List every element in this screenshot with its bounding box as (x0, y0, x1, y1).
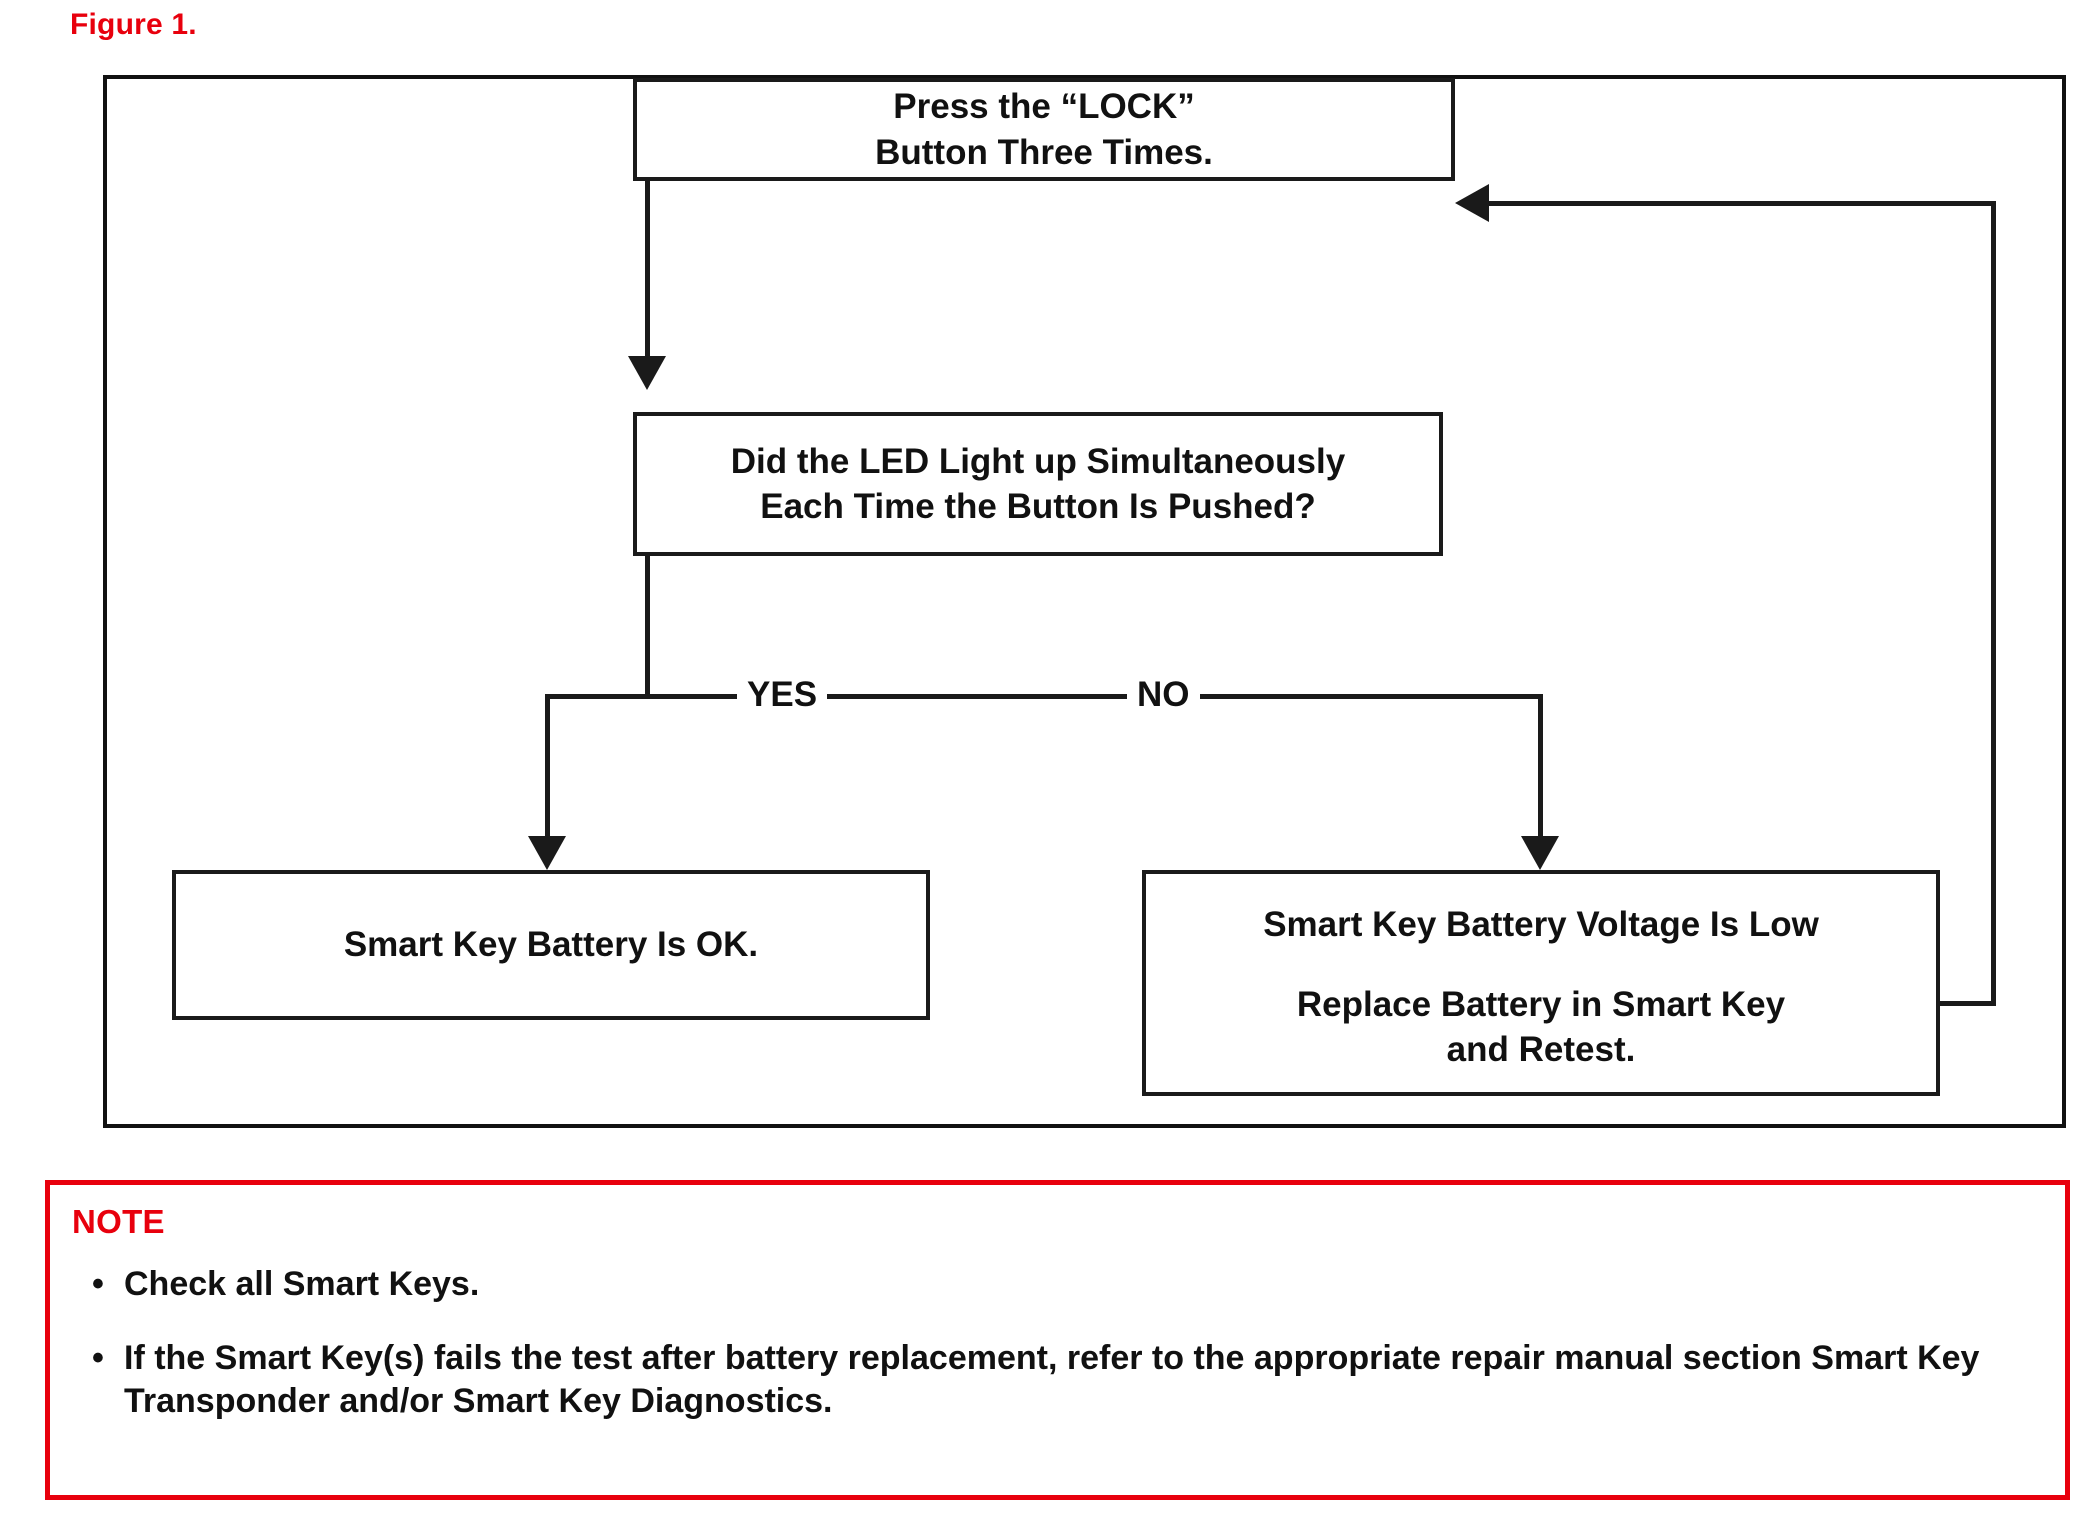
arrowhead-into-decision (628, 356, 666, 390)
arrowhead-into-battery-ok (528, 836, 566, 870)
flow-node-battery-low-line-2: Replace Battery in Smart Key (1296, 984, 1786, 1024)
bullet-icon: • (92, 1338, 104, 1377)
arrowhead-into-battery-low (1521, 836, 1559, 870)
arrowhead-into-press-lock (1455, 184, 1489, 222)
flow-node-battery-low-line-1: Smart Key Battery Voltage Is Low (1263, 905, 1819, 944)
flowchart-frame: YES NO Press the “LOCK” Button Three Tim… (103, 75, 2066, 1128)
connector-branch-rule (545, 694, 1543, 699)
flow-node-press-lock-line-1: Press the “LOCK” (893, 87, 1195, 126)
flow-node-battery-ok-line-1: Smart Key Battery Is OK. (343, 925, 759, 965)
flow-node-did-led[interactable]: Did the LED Light up Simultaneously Each… (633, 412, 1443, 556)
flow-node-did-led-line-1: Did the LED Light up Simultaneously (730, 441, 1346, 481)
connector-press-to-decision (645, 102, 650, 356)
note-panel: NOTE • Check all Smart Keys. • If the Sm… (45, 1180, 2070, 1500)
note-list-item: • Check all Smart Keys. (72, 1263, 2043, 1307)
connector-loop-riser (1991, 201, 1996, 1006)
bullet-icon: • (92, 1265, 104, 1303)
note-item-text: If the Smart Key(s) fails the test after… (124, 1338, 1980, 1421)
note-list-item: • If the Smart Key(s) fails the test aft… (72, 1337, 2043, 1424)
connector-no-down (1538, 694, 1543, 840)
note-title: NOTE (72, 1203, 165, 1240)
figure-caption: Figure 1. (70, 8, 197, 41)
flow-node-press-lock[interactable]: Press the “LOCK” Button Three Times. (633, 78, 1455, 181)
note-item-text: Check all Smart Keys. (124, 1265, 480, 1303)
flow-node-battery-ok[interactable]: Smart Key Battery Is OK. (172, 870, 930, 1020)
flow-node-battery-low-line-3: and Retest. (1446, 1030, 1636, 1069)
flow-node-did-led-line-2: Each Time the Button Is Pushed? (760, 487, 1316, 526)
connector-yes-down (545, 694, 550, 840)
connector-loop-exit (1940, 1001, 1996, 1006)
note-list: • Check all Smart Keys. • If the Smart K… (72, 1263, 2043, 1454)
connector-decision-to-branch (645, 556, 650, 696)
flow-node-battery-low[interactable]: Smart Key Battery Voltage Is Low Replace… (1142, 870, 1940, 1096)
flow-node-press-lock-line-2: Button Three Times. (875, 132, 1213, 172)
branch-label-no: NO (1127, 677, 1200, 712)
connector-loop-return (1489, 201, 1996, 206)
branch-label-yes: YES (737, 677, 828, 712)
